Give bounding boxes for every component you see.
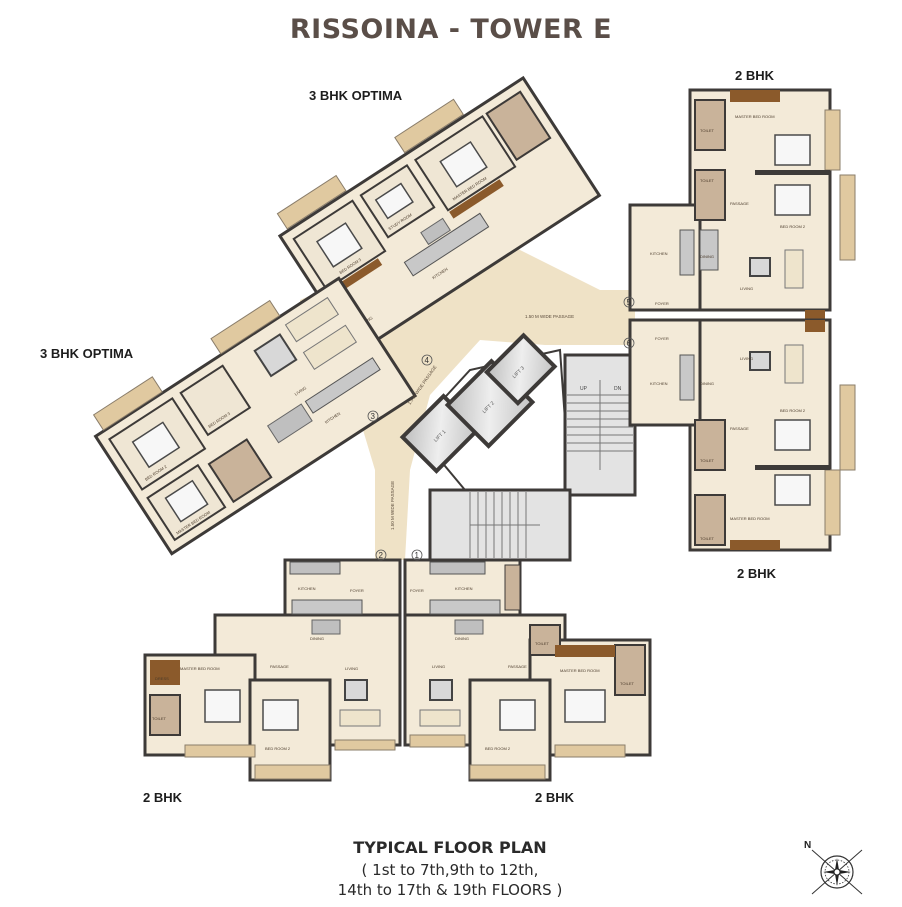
svg-text:6: 6 bbox=[627, 339, 632, 348]
svg-text:LIVING: LIVING bbox=[345, 666, 358, 671]
svg-text:KITCHEN: KITCHEN bbox=[650, 251, 668, 256]
unit-3bhk-top: BED ROOM 3 MASTER BED ROOM STUDY ROOM KI… bbox=[276, 75, 602, 356]
unit-label-2bhk-top-right: 2 BHK bbox=[735, 68, 775, 83]
svg-text:TOILET: TOILET bbox=[152, 716, 166, 721]
svg-text:DINING: DINING bbox=[700, 381, 714, 386]
svg-text:MASTER BED ROOM: MASTER BED ROOM bbox=[735, 114, 775, 119]
unit-label-3bhk-top: 3 BHK OPTIMA bbox=[309, 88, 403, 103]
svg-text:BED ROOM 2: BED ROOM 2 bbox=[265, 746, 291, 751]
unit-label-2bhk-bottom-center: 2 BHK bbox=[535, 790, 575, 805]
passage-label-east: 1.50 M WIDE PASSAGE bbox=[525, 314, 574, 319]
svg-text:TOILET: TOILET bbox=[620, 681, 634, 686]
svg-text:3: 3 bbox=[371, 412, 376, 421]
floor-plan-caption: TYPICAL FLOOR PLAN ( 1st to 7th,9th to 1… bbox=[300, 838, 600, 900]
caption-heading: TYPICAL FLOOR PLAN bbox=[353, 838, 547, 857]
svg-text:MASTER BED ROOM: MASTER BED ROOM bbox=[180, 666, 220, 671]
north-label: N bbox=[804, 840, 811, 851]
svg-text:BED ROOM 2: BED ROOM 2 bbox=[485, 746, 511, 751]
svg-text:4: 4 bbox=[425, 356, 430, 365]
svg-text:LIVING: LIVING bbox=[294, 385, 308, 396]
svg-text:5: 5 bbox=[627, 298, 632, 307]
svg-text:MASTER BED ROOM: MASTER BED ROOM bbox=[730, 516, 770, 521]
svg-text:DINING: DINING bbox=[455, 636, 469, 641]
caption-floors-line-2: 14th to 17th & 19th FLOORS ) bbox=[337, 881, 563, 899]
unit-label-3bhk-left: 3 BHK OPTIMA bbox=[40, 346, 134, 361]
svg-text:1: 1 bbox=[415, 551, 420, 560]
svg-text:KITCHEN: KITCHEN bbox=[455, 586, 473, 591]
svg-text:TOILET: TOILET bbox=[700, 178, 714, 183]
lift-3 bbox=[483, 332, 558, 407]
svg-text:DN: DN bbox=[614, 386, 622, 392]
stair-bottom bbox=[428, 488, 572, 562]
svg-text:TOILET: TOILET bbox=[700, 458, 714, 463]
unit-2bhk-right-bottom: FOYER LIVING DINING KITCHEN PASSAGE BED … bbox=[628, 318, 856, 552]
svg-text:TOILET: TOILET bbox=[535, 641, 549, 646]
unit-2bhk-right-top: MASTER BED ROOM BED ROOM 2 TOILET TOILET… bbox=[628, 88, 856, 322]
svg-text:FOYER: FOYER bbox=[655, 336, 669, 341]
svg-text:KITCHEN: KITCHEN bbox=[650, 381, 668, 386]
page-title: RISSOINA - TOWER E bbox=[289, 14, 613, 45]
svg-text:DINING: DINING bbox=[700, 254, 714, 259]
unit-label-2bhk-bottom-left: 2 BHK bbox=[143, 790, 183, 805]
svg-text:BED ROOM 2: BED ROOM 2 bbox=[780, 408, 806, 413]
svg-text:UP: UP bbox=[580, 386, 588, 392]
svg-text:BED ROOM 2: BED ROOM 2 bbox=[780, 224, 806, 229]
unit-3bhk-left: BED ROOM 2 BED ROOM 3 MASTER BED ROOM LI… bbox=[92, 276, 418, 556]
svg-text:LIVING: LIVING bbox=[740, 356, 753, 361]
svg-text:TOILET: TOILET bbox=[700, 128, 714, 133]
stair-right: UP DN bbox=[563, 353, 637, 497]
svg-text:PASSAGE: PASSAGE bbox=[730, 201, 749, 206]
svg-text:KITCHEN: KITCHEN bbox=[298, 586, 316, 591]
passage-label-south: 1.50 M WIDE PASSAGE bbox=[390, 481, 395, 530]
svg-text:2: 2 bbox=[379, 551, 384, 560]
svg-text:FOYER: FOYER bbox=[410, 588, 424, 593]
svg-text:TOILET: TOILET bbox=[700, 536, 714, 541]
svg-text:FOYER: FOYER bbox=[350, 588, 364, 593]
unit-2bhk-bottom-center: KITCHEN FOYER DINING LIVING PASSAGE MAST… bbox=[403, 558, 652, 782]
flat-numbers: 1 2 3 4 5 6 bbox=[367, 296, 635, 561]
svg-text:PASSAGE: PASSAGE bbox=[508, 664, 527, 669]
svg-text:MASTER BED ROOM: MASTER BED ROOM bbox=[560, 668, 600, 673]
svg-text:LIVING: LIVING bbox=[740, 286, 753, 291]
caption-floors-line-1: ( 1st to 7th,9th to 12th, bbox=[361, 861, 539, 879]
svg-text:LIVING: LIVING bbox=[432, 664, 445, 669]
svg-text:PASSAGE: PASSAGE bbox=[730, 426, 749, 431]
svg-text:FOYER: FOYER bbox=[655, 301, 669, 306]
unit-label-2bhk-right-bottom: 2 BHK bbox=[737, 566, 777, 581]
compass-rose-icon: N bbox=[800, 836, 870, 896]
lift-core: LIFT 1 LIFT 2 LIFT 3 bbox=[399, 332, 572, 491]
svg-text:DINING: DINING bbox=[310, 636, 324, 641]
svg-text:PASSAGE: PASSAGE bbox=[270, 664, 289, 669]
svg-text:DRESS: DRESS bbox=[155, 676, 169, 681]
unit-2bhk-bottom-left: KITCHEN FOYER DINING LIVING PASSAGE MAST… bbox=[143, 558, 402, 782]
